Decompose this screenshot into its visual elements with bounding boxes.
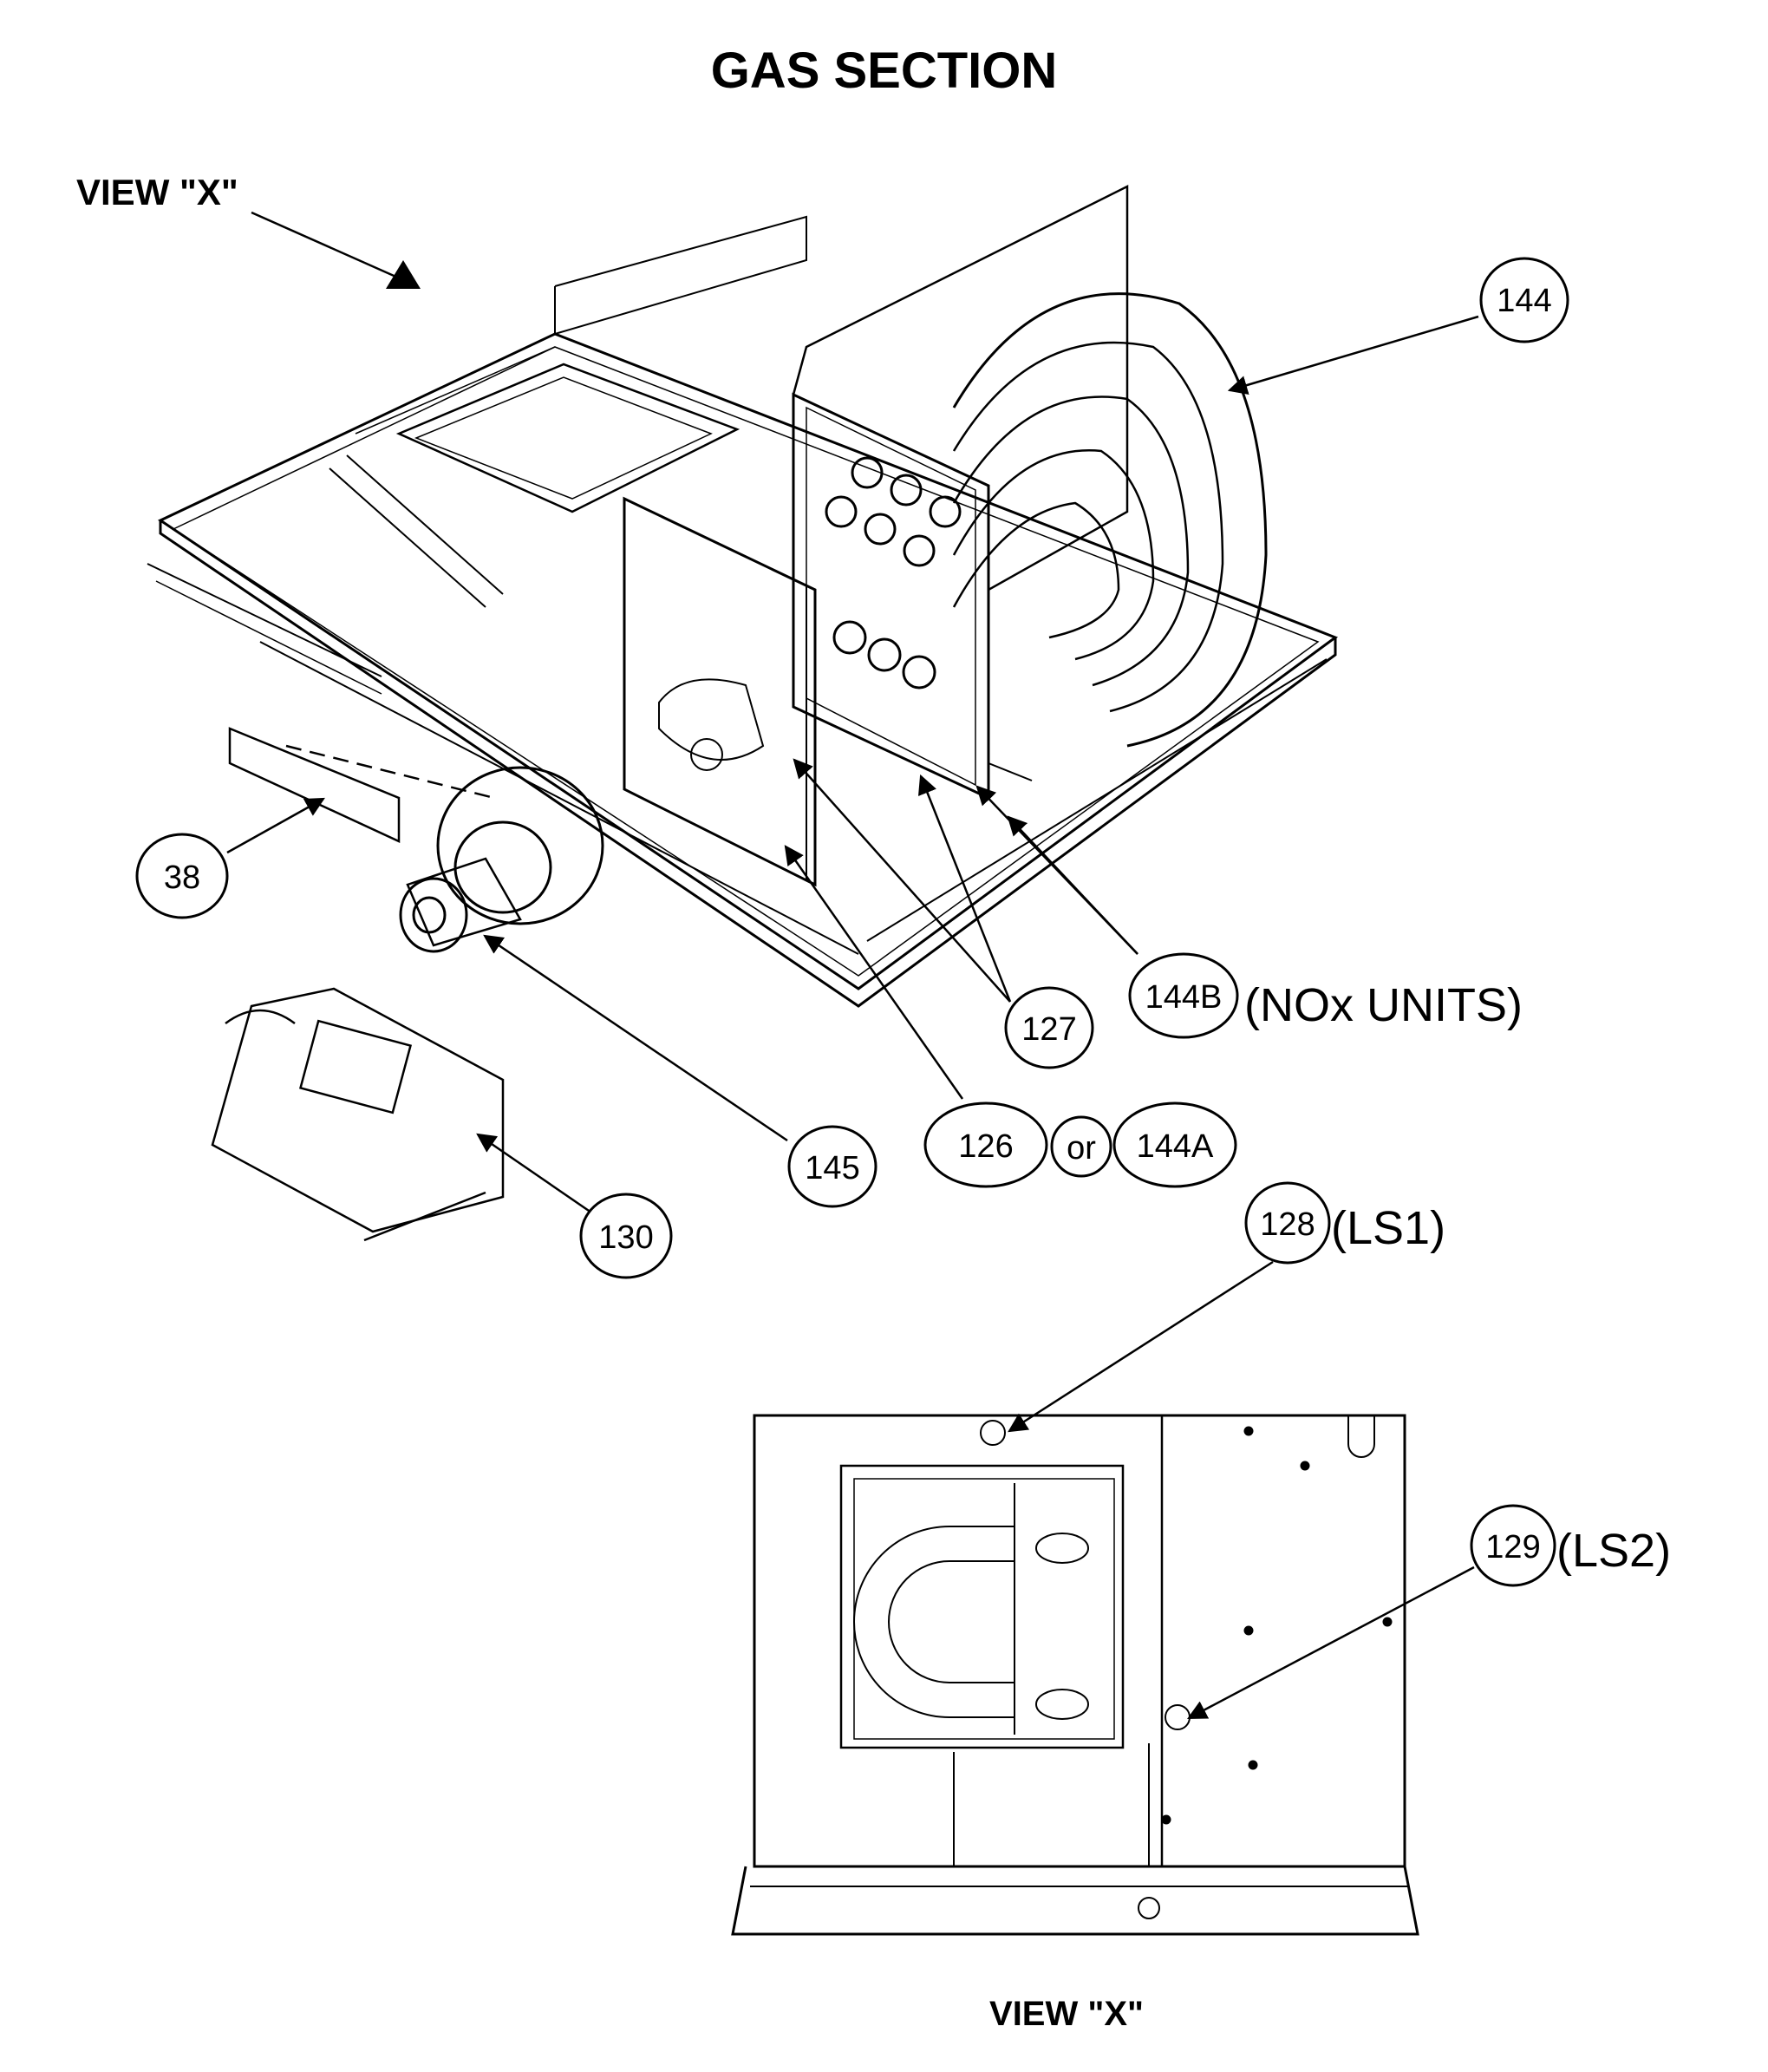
page-title: GAS SECTION: [710, 42, 1058, 99]
callout-129-note: (LS2): [1556, 1525, 1672, 1577]
svg-text:144B: 144B: [1145, 979, 1223, 1016]
view-x-pointer: [251, 211, 421, 289]
callout-145: 145: [787, 1125, 877, 1208]
callout-38: 38: [135, 833, 229, 919]
callout-126: 126: [923, 1101, 1048, 1188]
leader-126: [784, 845, 964, 1100]
callout-130: 130: [579, 1193, 673, 1279]
svg-text:144A: 144A: [1137, 1128, 1214, 1165]
heat-exchanger: [792, 184, 1268, 801]
svg-text:127: 127: [1021, 1011, 1076, 1048]
base-pan: [147, 215, 1339, 1008]
leader-127-b: [917, 774, 1012, 1003]
panel-38: [228, 727, 495, 843]
leader-lines: [226, 315, 1479, 1720]
leader-128: [1008, 1260, 1274, 1433]
callout-127: 127: [1004, 986, 1094, 1069]
svg-text:129: 129: [1485, 1529, 1540, 1565]
leader-144b-b: [1007, 815, 1138, 955]
leader-129: [1187, 1565, 1475, 1720]
leader-144: [1227, 315, 1479, 395]
view-x-label-top: VIEW "X": [76, 172, 238, 212]
leader-130: [476, 1133, 592, 1214]
leader-127-a: [793, 758, 1011, 1003]
svg-text:128: 128: [1260, 1206, 1315, 1243]
leader-145: [483, 934, 788, 1142]
callout-129: 129: [1470, 1504, 1556, 1587]
callout-or: or: [1050, 1115, 1112, 1178]
vestibule-panel: [623, 496, 817, 887]
svg-text:145: 145: [805, 1150, 859, 1186]
callout-128-note: (LS1): [1331, 1202, 1446, 1254]
callout-128: 128: [1244, 1181, 1331, 1265]
callout-144b-note: (NOx UNITS): [1244, 979, 1523, 1031]
svg-text:126: 126: [958, 1128, 1013, 1165]
callout-144b: 144B: [1128, 952, 1239, 1039]
callout-144: 144: [1479, 257, 1569, 343]
svg-text:144: 144: [1497, 283, 1551, 319]
svg-text:130: 130: [598, 1219, 653, 1256]
leader-38: [226, 797, 325, 854]
svg-text:38: 38: [164, 860, 200, 896]
inducer-blower: [399, 766, 604, 953]
view-x-detail: [731, 1414, 1419, 1936]
view-x-label-bottom: VIEW "X": [989, 1995, 1144, 2033]
svg-text:or: or: [1067, 1130, 1096, 1167]
gas-valve-assembly: [211, 987, 505, 1242]
callout-144a: 144A: [1112, 1101, 1237, 1188]
